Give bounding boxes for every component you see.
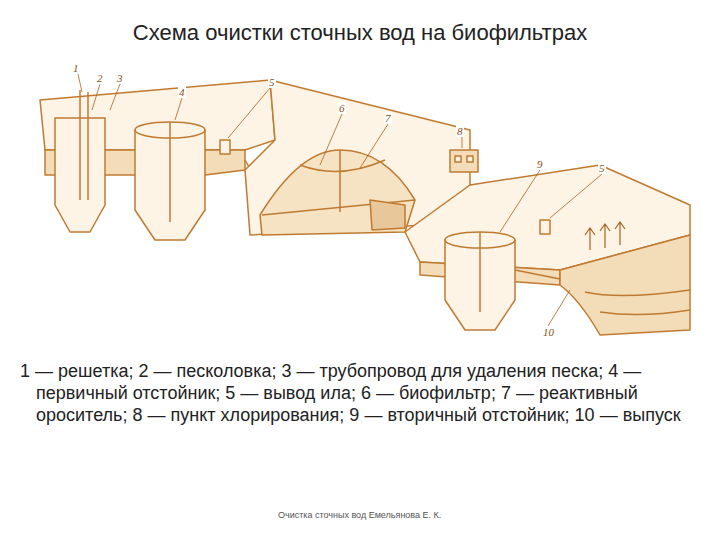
sand-pipe (87, 92, 89, 200)
plant (615, 222, 625, 245)
callout-number: 8 (456, 125, 464, 137)
diagram-title: Схема очистки сточных вод на биофильтрах (0, 20, 720, 46)
leader-line (360, 124, 388, 168)
footer-note: Очистка сточных вод Емельянова Е. К. (278, 510, 441, 520)
callout-number: 5 (268, 76, 276, 88)
biofilter (260, 150, 415, 235)
callout-number: 7 (384, 112, 392, 124)
leader-line (462, 137, 463, 148)
sand-pipe (79, 90, 81, 200)
plant (585, 228, 595, 250)
reactive-sprinkler (339, 150, 341, 212)
callout-number: 1 (72, 62, 80, 74)
callout-number: 3 (116, 72, 124, 84)
figure-caption: 1 — решетка; 2 — песколовка; 3 — трубопр… (20, 360, 696, 426)
settler-pipe (169, 122, 171, 222)
leader-line (228, 88, 270, 138)
sprinkler-arm (300, 160, 385, 171)
plant (600, 224, 610, 248)
window (467, 156, 473, 162)
callout-number: 2 (96, 72, 104, 84)
leader-line (78, 74, 82, 92)
leader-line (548, 290, 570, 326)
sludge-outlet (220, 140, 230, 154)
water-line (585, 290, 690, 296)
water-line (600, 310, 690, 315)
callout-number: 4 (178, 86, 186, 98)
callout-number: 10 (542, 326, 555, 338)
chlorination-point (450, 150, 478, 172)
leader-line (550, 174, 602, 218)
callout-number: 9 (536, 158, 544, 170)
leader-line (500, 170, 540, 232)
leader-line (92, 84, 100, 110)
sludge-outlet (540, 220, 550, 234)
window (455, 156, 461, 162)
leader-line (175, 98, 182, 120)
callout-number: 5 (598, 162, 606, 174)
river-bank (560, 235, 690, 335)
filter-media (370, 200, 405, 230)
leader-line (110, 84, 120, 110)
leader-line (320, 114, 342, 165)
settler-pipe (479, 232, 481, 312)
callout-number: 6 (338, 102, 346, 114)
